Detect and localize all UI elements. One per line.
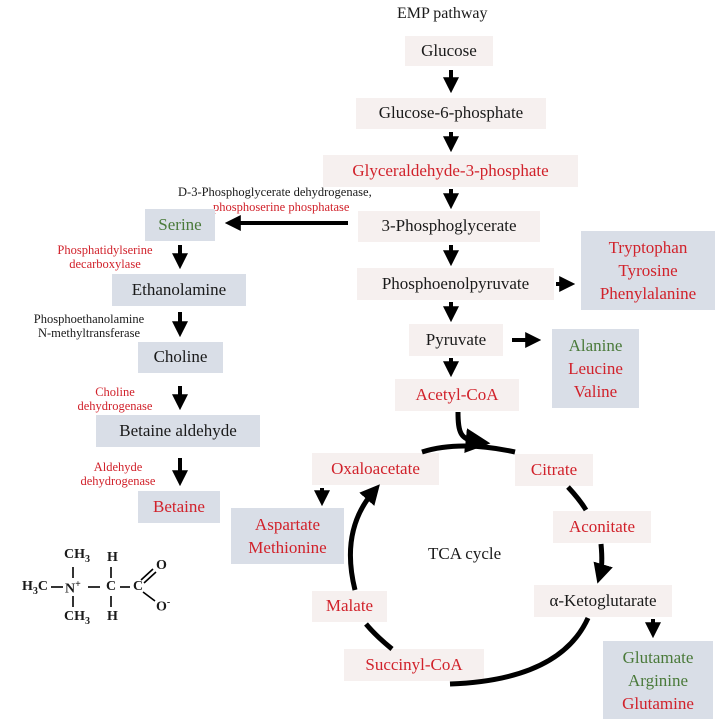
cycle-arc-akg-succinyl	[449, 616, 591, 687]
betaine-structure-bonds	[51, 567, 157, 607]
node-glucose: Glucose	[405, 36, 493, 66]
enzyme-label-line: Aldehyde	[93, 460, 143, 474]
amino-acid-aspartate: Aspartate	[254, 515, 321, 534]
structure-n-plus: N+	[65, 579, 81, 597]
node-aconitate: Aconitate	[553, 511, 651, 543]
amino-acid-arginine: Arginine	[627, 670, 689, 690]
amino-acid-valine: Valine	[573, 382, 618, 401]
aromatic-amino-acids-group: Tryptophan Tyrosine Phenylalanine	[581, 231, 715, 310]
structure-h-bottom: H	[107, 609, 118, 624]
node-betaine: Betaine	[138, 491, 220, 523]
node-serine: Serine	[145, 209, 215, 241]
structure-c-carboxyl: C	[133, 579, 144, 594]
node-alpha-ketoglutarate: α-Ketoglutarate	[534, 585, 672, 617]
amino-acid-tyrosine: Tyrosine	[618, 261, 678, 280]
node-pyruvate: Pyruvate	[409, 324, 503, 356]
glutamate-amino-acids-group: Glutamate Arginine Glutamine	[603, 641, 713, 719]
enzyme-label-line: Phosphoethanolamine	[33, 312, 145, 326]
cycle-arc-succinyl-malate	[364, 622, 394, 651]
cycle-arc-top	[421, 443, 516, 455]
enzyme-label-line: N-methyltransferase	[37, 326, 141, 340]
enzyme-label-psp: phosphoserine phosphatase	[213, 200, 350, 214]
enzyme-label-ps-decarboxylase: Phosphatidylserine decarboxylase	[47, 243, 163, 271]
enzyme-label-line: dehydrogenase	[80, 474, 156, 488]
enzyme-label-pe-methyltransferase: Phosphoethanolamine N-methyltransferase	[20, 312, 158, 340]
amino-acid-glutamate: Glutamate	[622, 647, 694, 667]
structure-ch3-bottom: CH3	[64, 609, 90, 627]
tca-cycle-label: TCA cycle	[428, 544, 502, 563]
node-succinyl-coa: Succinyl-CoA	[344, 649, 484, 681]
cycle-arc-citrate-aconitate	[566, 485, 589, 512]
enzyme-label-line: Phosphatidylserine	[57, 243, 153, 257]
emp-pathway-title: EMP pathway	[397, 5, 488, 22]
enzyme-label-line: dehydrogenase	[77, 399, 153, 413]
enzyme-label-pgdh: D-3-Phosphoglycerate dehydrogenase,	[178, 185, 372, 199]
node-choline: Choline	[138, 342, 223, 373]
structure-ch3-top: CH3	[64, 547, 90, 565]
cycle-arc-aconitate-akg	[593, 543, 613, 584]
structure-o-double: O	[156, 558, 167, 573]
enzyme-label-line: Choline	[95, 385, 135, 399]
structure-h-top: H	[107, 550, 118, 565]
node-3-phosphoglycerate: 3-Phosphoglycerate	[358, 211, 540, 242]
aspartate-amino-acids-group: Aspartate Methionine	[231, 508, 344, 564]
amino-acid-methionine: Methionine	[248, 538, 327, 557]
node-phosphoenolpyruvate: Phosphoenolpyruvate	[357, 268, 554, 300]
structure-c-center: C	[106, 579, 117, 594]
amino-acid-alanine: Alanine	[568, 336, 623, 355]
arrow-acetylcoa-cycle	[455, 411, 491, 454]
enzyme-label-choline-dehydrogenase: Choline dehydrogenase	[68, 385, 162, 413]
amino-acid-phenylalanine: Phenylalanine	[599, 284, 697, 303]
enzyme-label-line: decarboxylase	[69, 257, 141, 271]
amino-acid-glutamine: Glutamine	[622, 693, 694, 713]
node-oxaloacetate: Oxaloacetate	[312, 453, 439, 485]
node-glyceraldehyde-3-phosphate: Glyceraldehyde-3-phosphate	[323, 155, 578, 187]
structure-o-minus: O-	[156, 597, 171, 615]
cycle-arc-malate-oxaloacetate	[347, 484, 380, 591]
pyruvate-amino-acids-group: Alanine Leucine Valine	[552, 329, 639, 408]
structure-h3c-left: H3C	[22, 579, 49, 597]
node-betaine-aldehyde: Betaine aldehyde	[96, 415, 260, 447]
enzyme-label-aldehyde-dehydrogenase: Aldehyde dehydrogenase	[70, 460, 166, 488]
node-glucose-6-phosphate: Glucose-6-phosphate	[356, 98, 546, 129]
node-malate: Malate	[312, 591, 387, 622]
amino-acid-tryptophan: Tryptophan	[608, 238, 688, 257]
node-acetyl-coa: Acetyl-CoA	[395, 379, 519, 411]
node-citrate: Citrate	[515, 454, 593, 486]
node-ethanolamine: Ethanolamine	[112, 274, 246, 306]
amino-acid-leucine: Leucine	[568, 359, 623, 378]
